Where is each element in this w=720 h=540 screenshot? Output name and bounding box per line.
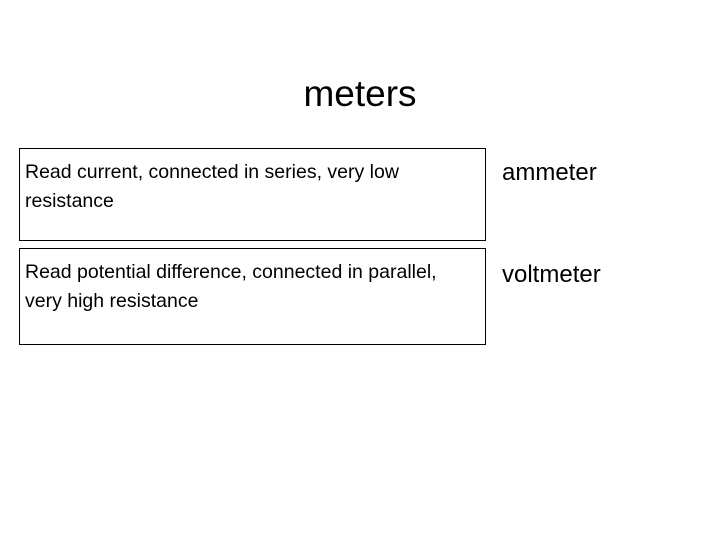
meter-label-voltmeter: voltmeter — [502, 261, 601, 288]
description-box-voltmeter: Read potential difference, connected in … — [19, 248, 486, 345]
description-text: Read potential difference, connected in … — [25, 261, 437, 312]
description-text: Read current, connected in series, very … — [25, 161, 399, 212]
description-box-ammeter: Read current, connected in series, very … — [19, 148, 486, 241]
page-title: meters — [303, 72, 417, 114]
meter-label-ammeter: ammeter — [502, 159, 597, 186]
